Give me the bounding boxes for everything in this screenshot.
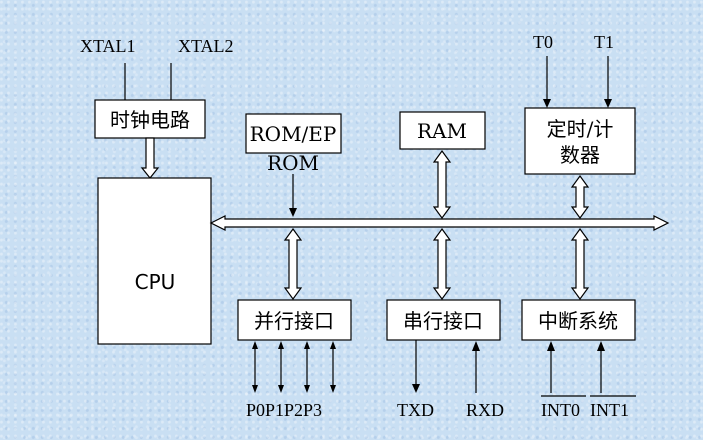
interrupt-system-box (521, 299, 636, 341)
serial-interface-label: 串行接口 (403, 309, 483, 333)
interrupt-system-label: 中断系统 (538, 309, 618, 333)
clock-to-cpu-arrow (140, 137, 160, 179)
port-p1-line (278, 341, 284, 393)
system-bus (209, 215, 670, 231)
ram-box (399, 111, 486, 150)
int1-arrow (597, 341, 605, 393)
port-p3-line (330, 341, 336, 393)
rom-label-line2: ROM (267, 151, 319, 175)
serial-interface-box (386, 299, 501, 341)
clock-circuit-box (94, 99, 206, 139)
timer-label-line1: 定时/计 (547, 117, 614, 141)
port-p0-line (252, 341, 258, 393)
cpu-box (97, 177, 212, 345)
t1-label: T1 (594, 32, 614, 52)
serial-bus-arrow (432, 227, 452, 301)
cpu-label: CPU (135, 270, 176, 294)
timer-bus-arrow (570, 174, 590, 220)
rom-to-bus-arrow (289, 174, 297, 217)
port-p2-line (304, 341, 310, 393)
parallel-bus-arrow (283, 227, 303, 301)
parallel-interface-box (237, 299, 352, 341)
xtal1-label: XTAL1 (80, 36, 136, 56)
t0-arrow (543, 56, 551, 108)
rxd-label: RXD (466, 400, 504, 420)
t1-arrow (604, 56, 612, 108)
txd-label: TXD (397, 400, 434, 420)
int0-label: INT0 (541, 400, 580, 420)
xtal2-label: XTAL2 (178, 36, 234, 56)
interrupt-bus-arrow (570, 227, 590, 301)
t0-label: T0 (533, 32, 553, 52)
rom-box (245, 113, 342, 154)
parallel-interface-label: 并行接口 (254, 309, 334, 333)
clock-circuit-label: 时钟电路 (110, 108, 190, 132)
int1-label: INT1 (590, 400, 629, 420)
int0-arrow (547, 341, 555, 393)
rom-label-line1: ROM/EP (250, 122, 337, 146)
ram-label: RAM (417, 119, 467, 143)
timer-label-line2: 数器 (560, 143, 600, 167)
txd-arrow (412, 340, 420, 393)
timer-counter-box (524, 107, 636, 175)
ram-bus-arrow (432, 149, 452, 220)
ports-label: P0P1P2P3 (246, 400, 322, 420)
rxd-arrow (472, 341, 480, 393)
